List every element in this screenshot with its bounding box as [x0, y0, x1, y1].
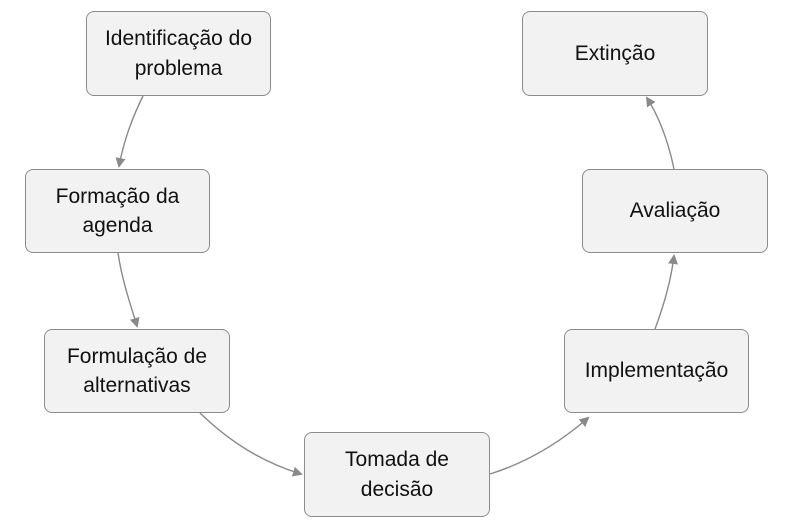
- node-implementacao: Implementação: [564, 329, 749, 413]
- node-label: Tomada de decisão: [345, 448, 449, 501]
- node-avaliacao: Avaliação: [582, 169, 768, 253]
- node-label: Identificação do problema: [104, 27, 253, 80]
- node-tomada-de-decisao: Tomada de decisão: [304, 432, 490, 517]
- edge-n4-n5: [489, 416, 590, 475]
- node-identificacao-do-problema: Identificação do problema: [86, 11, 271, 96]
- node-label: Formação da agenda: [55, 184, 180, 237]
- node-formulacao-de-alternativas: Formulação de alternativas: [44, 329, 230, 413]
- edge-n2-n3: [117, 252, 140, 328]
- node-extincao: Extinção: [522, 11, 708, 96]
- edge-n3-n4: [199, 412, 303, 477]
- node-label: Implementação: [584, 359, 729, 383]
- edge-n1-n2: [115, 95, 144, 168]
- edge-n6-n7: [645, 96, 675, 170]
- node-label: Extinção: [574, 41, 656, 65]
- node-label: Avaliação: [629, 199, 721, 223]
- node-label: Formulação de alternativas: [66, 344, 208, 397]
- node-formacao-da-agenda: Formação da agenda: [25, 169, 210, 253]
- edge-n5-n6: [654, 254, 678, 330]
